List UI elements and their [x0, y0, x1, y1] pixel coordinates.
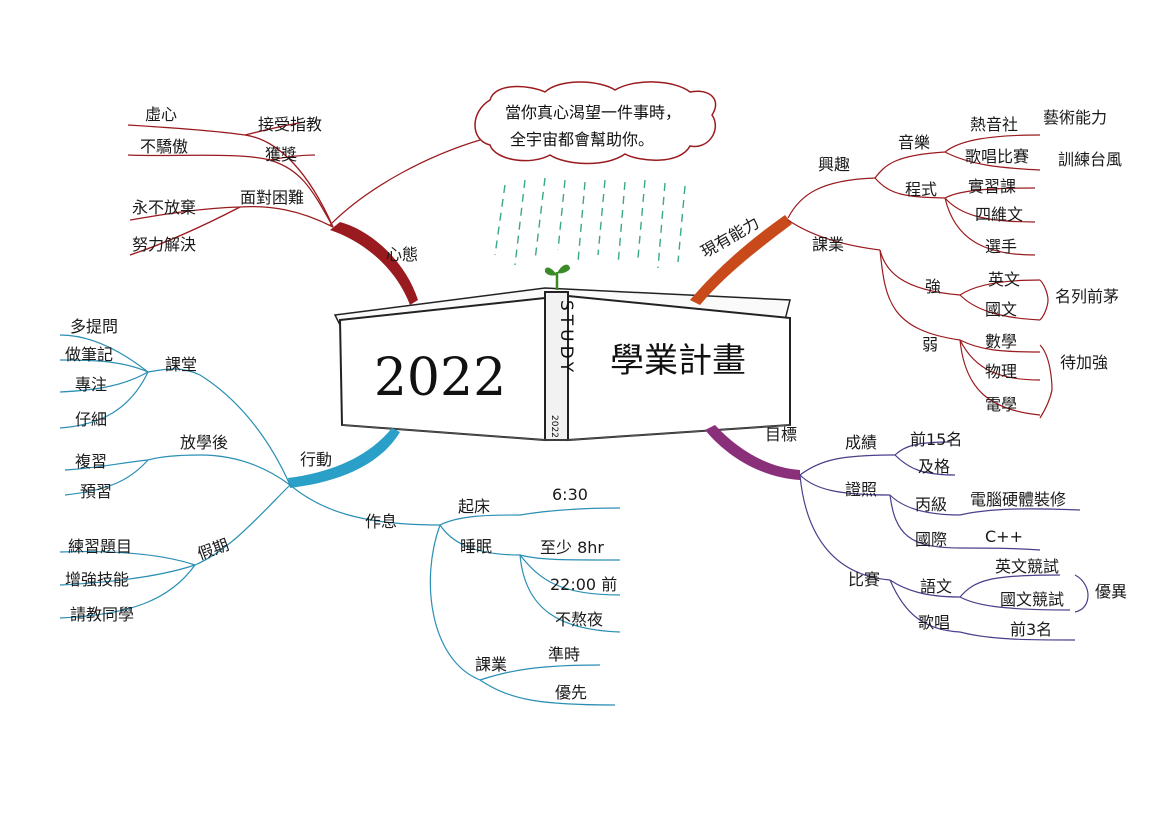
holidays-item-0: 練習題目 [68, 537, 132, 556]
branch-action [59, 334, 621, 706]
mindset-group-2-item-0: 永不放棄 [132, 198, 196, 217]
strong-label: 強 [925, 277, 941, 296]
grades-item-0: 前15名 [910, 430, 962, 449]
book-spine-year: 2022 [549, 415, 559, 438]
book-spine: STUDY [556, 300, 576, 376]
branch-goals [705, 425, 1089, 641]
mindset-group-2-item-1: 努力解決 [132, 235, 196, 254]
weak-item-2: 電學 [985, 395, 1017, 414]
grades-label: 成績 [845, 433, 877, 452]
mindset-group-2-label: 面對困難 [240, 188, 304, 207]
after-school-item-0: 複習 [75, 452, 107, 471]
classroom-item-3: 仔細 [75, 410, 107, 429]
quote-cloud: 當你真心渴望一件事時， 全宇宙都會幫助你。 [474, 81, 717, 165]
cert-item-0-detail: 電腦硬體裝修 [970, 490, 1066, 509]
music-contest: 歌唱比賽 [965, 147, 1029, 166]
rain-lines [494, 177, 686, 269]
weak-note: 待加強 [1060, 353, 1108, 372]
contest-chinese-note: 優異 [1095, 582, 1127, 601]
quote-line-2: 全宇宙都會幫助你。 [510, 130, 654, 149]
classroom-item-0: 多提問 [70, 317, 118, 336]
routine-wake-label: 起床 [458, 497, 490, 516]
certificates-label: 證照 [845, 480, 877, 499]
mindset-group-1-item-0: 不驕傲 [140, 137, 188, 156]
coding-item-2: 選手 [985, 237, 1017, 256]
cert-item-1-label: 國際 [915, 530, 947, 549]
contest-chinese-item-0: 英文競試 [995, 557, 1059, 576]
after-school-item-1: 預習 [80, 482, 112, 501]
academics-label: 課業 [812, 235, 844, 254]
quote-line-1: 當你真心渴望一件事時， [505, 103, 681, 122]
coding-label: 程式 [905, 180, 937, 199]
routine-homework-item-0: 準時 [548, 645, 580, 664]
mindset-group-1-label: 獲獎 [265, 145, 297, 164]
mindset-group-0-label: 接受指教 [258, 115, 322, 134]
seedling-icon [544, 264, 570, 290]
contest-chinese-label: 語文 [920, 577, 952, 596]
weak-item-1: 物理 [985, 362, 1017, 381]
art-ability: 藝術能力 [1043, 108, 1107, 127]
book-year: 2022 [374, 348, 506, 408]
routine-sleep-item-0: 至少 8hr [540, 538, 604, 557]
stage-training: 訓練台風 [1058, 150, 1122, 169]
routine-sleep-item-1: 22:00 前 [550, 575, 617, 594]
mindset-group-0-item-0: 虛心 [145, 105, 177, 124]
music-club: 熱音社 [970, 115, 1018, 134]
weak-item-0: 數學 [985, 332, 1017, 351]
contests-label: 比賽 [848, 570, 880, 589]
routine-homework-label: 課業 [475, 655, 507, 674]
book-title: 學業計畫 [610, 341, 746, 381]
grades-item-1: 及格 [918, 457, 950, 476]
routine-sleep-label: 睡眠 [460, 537, 492, 556]
classroom-item-2: 專注 [75, 375, 107, 394]
routine-label: 作息 [365, 512, 397, 531]
contest-chinese-item-1: 國文競試 [1000, 590, 1064, 609]
routine-homework-item-1: 優先 [555, 683, 587, 702]
after-school-label: 放學後 [180, 433, 228, 452]
central-book: 2022 STUDY 2022 學業計畫 [333, 287, 791, 442]
holidays-item-1: 增強技能 [65, 570, 129, 589]
contest-singing-detail: 前3名 [1010, 620, 1052, 639]
strong-note: 名列前茅 [1055, 287, 1119, 306]
strong-item-1: 國文 [985, 300, 1017, 319]
music-label: 音樂 [898, 133, 930, 152]
classroom-item-1: 做筆記 [65, 345, 113, 364]
holidays-label: 假期 [195, 535, 232, 564]
routine-wake-value: 6:30 [552, 485, 588, 504]
branch-mindset [127, 121, 418, 305]
holidays-item-2: 請教同學 [70, 605, 134, 624]
classroom-label: 課堂 [165, 355, 197, 374]
cert-item-0-label: 丙級 [915, 495, 947, 514]
action-label: 行動 [300, 450, 332, 469]
coding-item-0: 實習課 [968, 177, 1016, 196]
coding-item-1: 四維文 [975, 205, 1023, 224]
cert-item-1-detail: C++ [985, 527, 1023, 546]
strong-item-0: 英文 [988, 270, 1020, 289]
weak-label: 弱 [922, 335, 938, 354]
branch-abilities [690, 134, 1053, 419]
contest-singing-label: 歌唱 [918, 613, 950, 632]
routine-sleep-item-2: 不熬夜 [555, 610, 603, 629]
mindset-label: 心態 [386, 245, 418, 264]
interest-label: 興趣 [818, 155, 850, 174]
goals-label: 目標 [765, 425, 797, 444]
